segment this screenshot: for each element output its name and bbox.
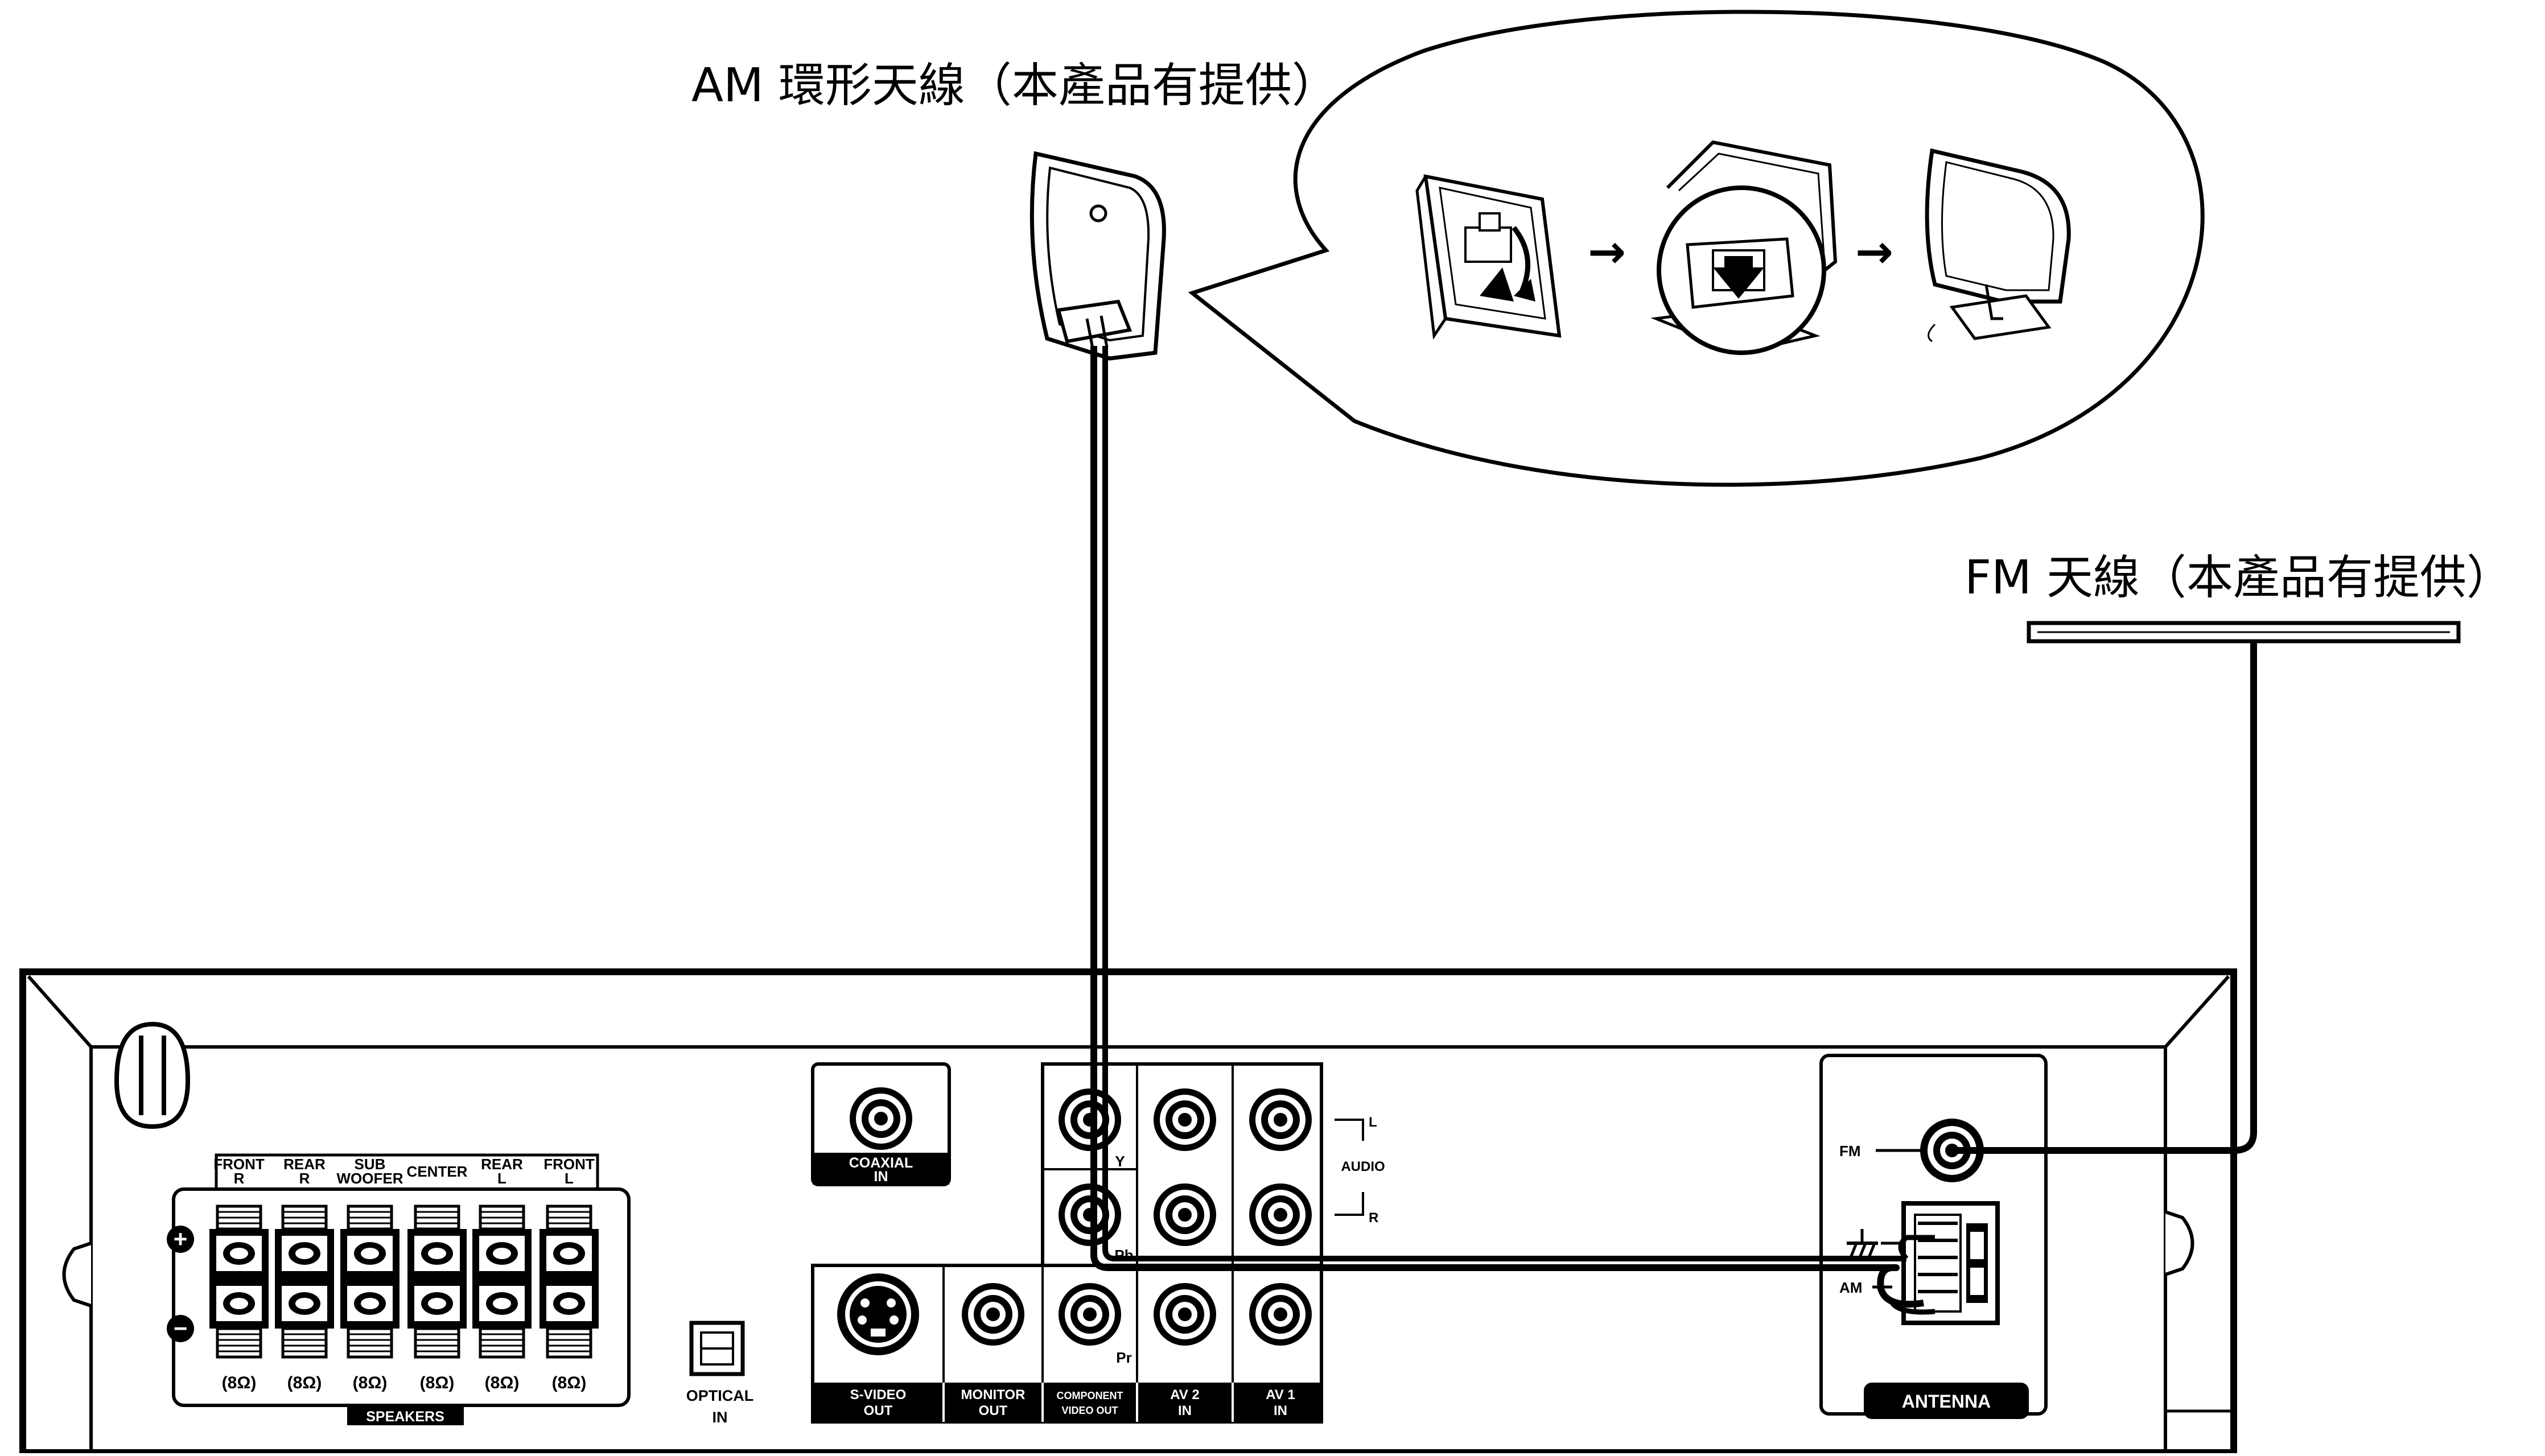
speaker-column-labels: FRONT R REAR R SUB WOOFER CENTER REAR L … [213, 1156, 595, 1187]
speaker-side-rear-l: L [497, 1170, 506, 1187]
speaker-label-front-r: FRONT [213, 1156, 265, 1173]
audio-r-label: R [1369, 1210, 1378, 1226]
antenna-footer-label: ANTENNA [1902, 1391, 1991, 1412]
optical-label: OPTICAL [686, 1387, 754, 1404]
assembly-arrow-1: → [1588, 225, 1626, 278]
impedance-rear-l: (8Ω) [485, 1373, 520, 1392]
ground-symbol-icon [1847, 1229, 1878, 1258]
fm-terminal-label: FM [1839, 1142, 1861, 1160]
coaxial-in-jack[interactable]: COAXIAL IN [811, 1062, 951, 1186]
impedance-rear-r: (8Ω) [287, 1373, 322, 1392]
am-antenna-label: AM 環形天線（本產品有提供） [691, 59, 1339, 113]
audio-label: AUDIO [1341, 1159, 1385, 1174]
fm-antenna-cable [1952, 640, 2257, 1154]
av1-label-in: IN [1274, 1403, 1287, 1418]
av-jack-panel: Y Pb Pr S-VIDEO OUT MONITOR OUT COMPONEN… [811, 1062, 1385, 1424]
impedance-center: (8Ω) [420, 1373, 455, 1392]
svg-text:+: + [174, 1226, 188, 1252]
audio-l-label: L [1369, 1115, 1377, 1130]
monitor-label: MONITOR [961, 1387, 1026, 1403]
assembly-step-2 [1650, 140, 1838, 355]
svideo-label-out: OUT [864, 1403, 893, 1418]
speaker-label-sub: SUB [355, 1156, 386, 1173]
monitor-out-jack[interactable] [962, 1283, 1024, 1346]
fm-antenna-label: FM 天線（本產品有提供） [1965, 551, 2513, 605]
speaker-label-rear-l: REAR [481, 1156, 523, 1173]
speaker-terminal-rear-r[interactable] [275, 1205, 334, 1359]
impedance-front-r: (8Ω) [222, 1373, 257, 1392]
power-cord-clip [114, 1021, 191, 1129]
minus-symbol: − [167, 1315, 194, 1342]
pr-label: Pr [1116, 1349, 1131, 1366]
am-loop-antenna [1029, 151, 1166, 361]
av2-label-in: IN [1178, 1403, 1192, 1418]
av2-audio-l-jack[interactable] [1154, 1088, 1216, 1151]
speaker-side-front-l: L [565, 1170, 574, 1187]
speaker-terminal-sub[interactable] [340, 1205, 400, 1359]
assembly-step-1 [1415, 174, 1562, 340]
am-terminal-label: AM [1839, 1279, 1862, 1296]
speaker-side-rear-r: R [299, 1170, 310, 1187]
av1-audio-l-jack[interactable] [1249, 1088, 1312, 1151]
component-pb-jack[interactable] [1059, 1183, 1121, 1246]
speaker-impedance-labels: (8Ω) (8Ω) (8Ω) (8Ω) (8Ω) (8Ω) [222, 1373, 587, 1392]
coaxial-label: COAXIAL [849, 1155, 913, 1171]
speaker-terminal-block: FRONT R REAR R SUB WOOFER CENTER REAR L … [167, 1153, 631, 1425]
optical-label-in: IN [713, 1409, 728, 1426]
speaker-side-woofer: WOOFER [337, 1170, 403, 1187]
impedance-front-l: (8Ω) [552, 1373, 587, 1392]
speaker-label-center: CENTER [407, 1163, 468, 1180]
speaker-label-front-l: FRONT [543, 1156, 595, 1173]
am-antenna-assembly-callout: → → [1188, 10, 2205, 487]
svideo-out-jack[interactable] [837, 1273, 919, 1355]
speaker-terminal-front-l[interactable] [540, 1205, 599, 1359]
av2-audio-r-jack[interactable] [1154, 1183, 1216, 1246]
am-antenna-cable [1090, 346, 1935, 1315]
av2-video-in-jack[interactable] [1154, 1283, 1216, 1346]
speaker-terminal-center[interactable] [407, 1205, 467, 1359]
impedance-sub: (8Ω) [353, 1373, 388, 1392]
fm-wire-antenna [2027, 621, 2461, 644]
component-label: COMPONENT [1057, 1390, 1123, 1401]
speakers-footer-label: SPEAKERS [366, 1409, 444, 1425]
svideo-label: S-VIDEO [850, 1387, 907, 1403]
coaxial-label-in: IN [874, 1169, 888, 1185]
speaker-terminal-front-r[interactable] [209, 1205, 269, 1359]
svg-text:−: − [174, 1315, 188, 1342]
plus-symbol: + [167, 1226, 194, 1253]
av1-video-in-jack[interactable] [1249, 1283, 1312, 1346]
monitor-label-out: OUT [979, 1403, 1008, 1418]
optical-in-jack[interactable]: OPTICAL IN [686, 1321, 754, 1426]
av1-audio-r-jack[interactable] [1249, 1183, 1312, 1246]
speaker-terminal-rear-l[interactable] [472, 1205, 532, 1359]
assembly-arrow-2: → [1855, 225, 1893, 278]
component-label-video-out: VIDEO OUT [1061, 1405, 1118, 1416]
assembly-step-3 [1925, 148, 2071, 343]
speaker-label-rear-r: REAR [283, 1156, 326, 1173]
av2-label: AV 2 [1170, 1387, 1200, 1403]
speaker-side-front-r: R [234, 1170, 245, 1187]
component-y-jack[interactable] [1059, 1088, 1121, 1151]
component-pr-jack[interactable] [1059, 1283, 1121, 1346]
y-label: Y [1115, 1153, 1125, 1170]
av1-label: AV 1 [1266, 1387, 1295, 1403]
